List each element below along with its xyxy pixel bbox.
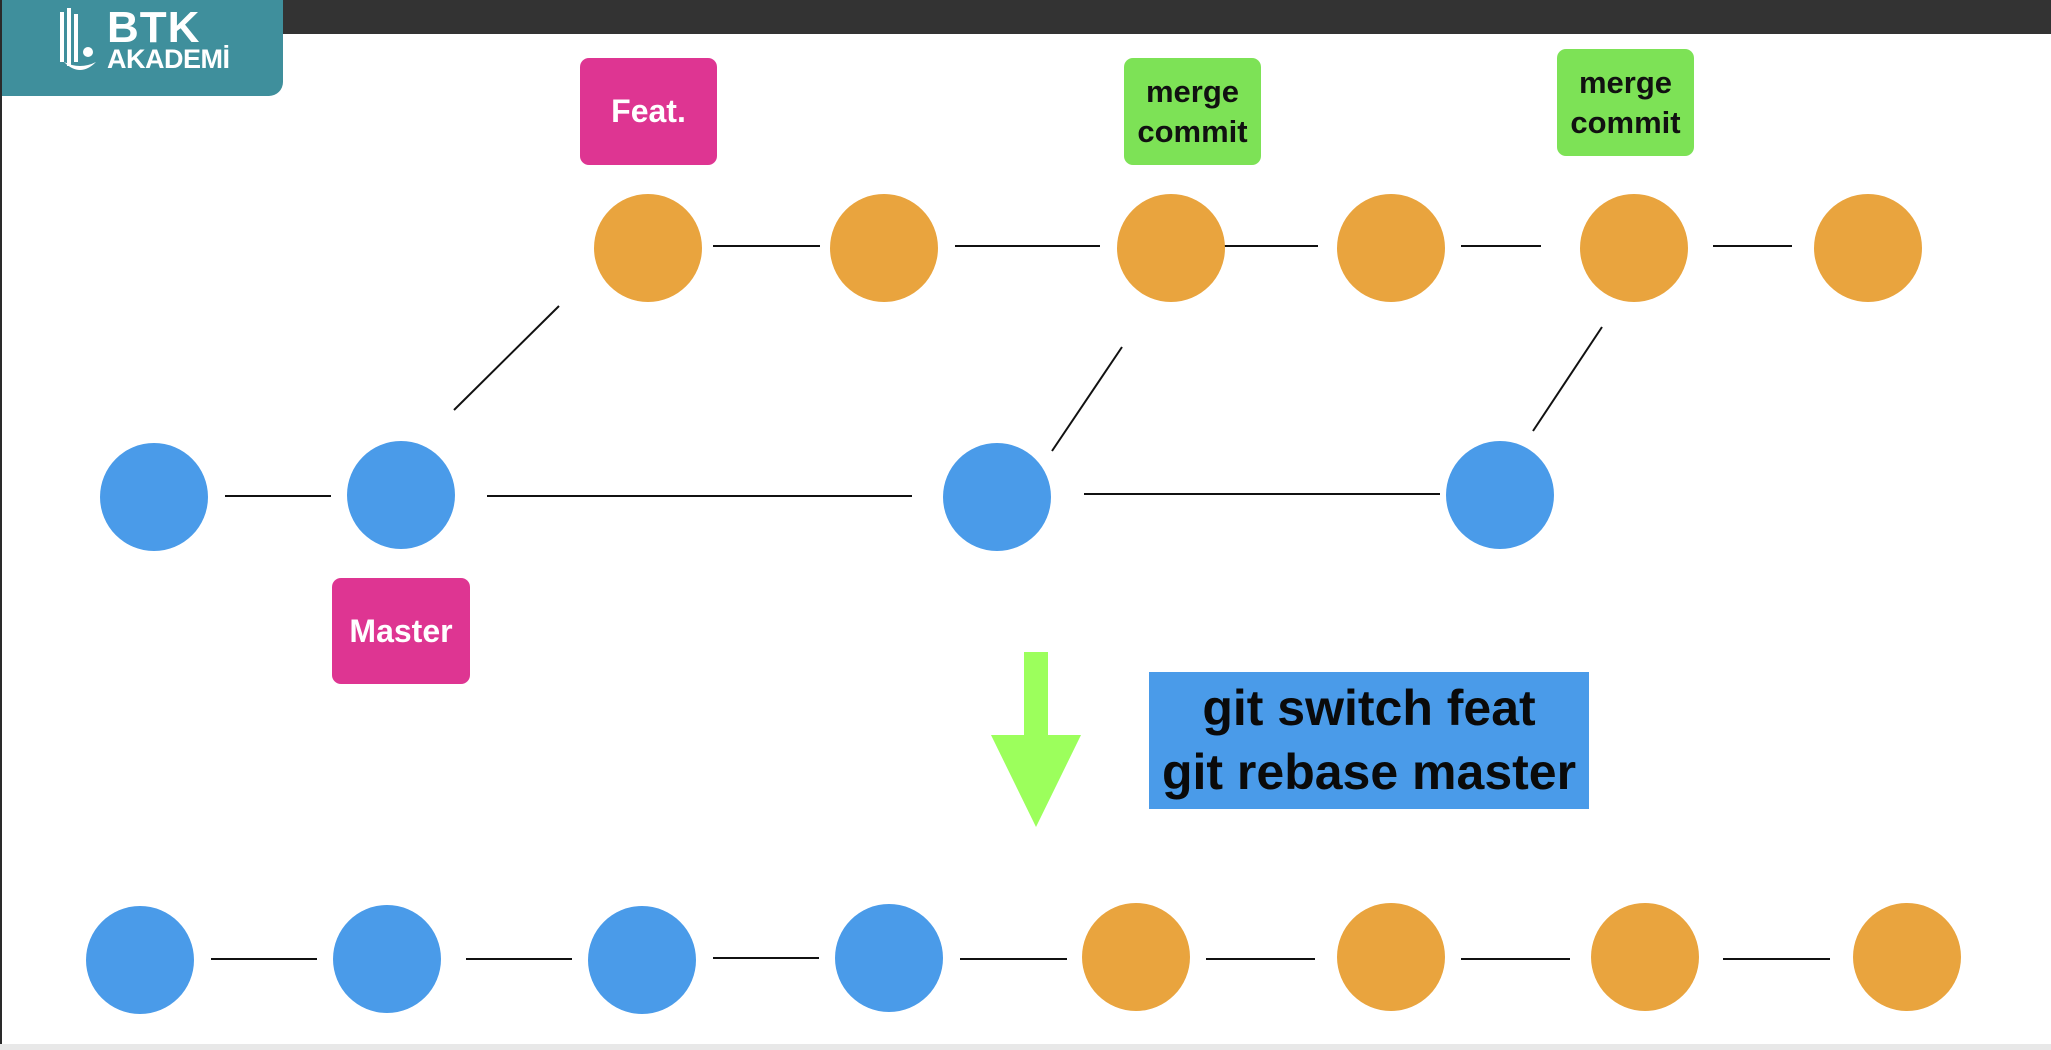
branch-connector: [1051, 346, 1123, 452]
window-left-edge: [0, 0, 2, 1050]
git-command-box: git switch feat git rebase master: [1149, 672, 1589, 809]
down-arrow-icon: [991, 652, 1081, 827]
feature-commit: [1337, 194, 1445, 302]
rebased-history: [86, 903, 1961, 1014]
master-branch-label: Master: [332, 578, 470, 684]
logo-text-akademi: AKADEMİ: [107, 44, 230, 74]
branch-connector: [1532, 326, 1603, 432]
btk-akademi-logo: BTK AKADEMİ: [2, 0, 283, 96]
master-commit: [835, 904, 943, 1012]
master-commit: [86, 906, 194, 1014]
master-commit: [1446, 441, 1554, 549]
merge-commit-label: merge commit: [1557, 49, 1694, 156]
master-commit: [588, 906, 696, 1014]
commit-connectors: [211, 245, 1830, 960]
feature-branch: [594, 194, 1922, 302]
master-branch: [100, 441, 1554, 551]
feature-commit: [1337, 903, 1445, 1011]
master-commit: [347, 441, 455, 549]
feature-commit: [1853, 903, 1961, 1011]
feature-merge-commit: [1117, 194, 1225, 302]
master-commit: [943, 443, 1051, 551]
branch-connector: [453, 305, 560, 411]
feature-commit: [1082, 903, 1190, 1011]
command-line-switch: git switch feat: [1202, 680, 1536, 736]
feat-branch-label: Feat.: [580, 58, 717, 165]
master-commit: [333, 905, 441, 1013]
logo-text-btk: BTK: [107, 3, 201, 52]
logo-emblem-icon: [60, 8, 96, 70]
feature-commit: [830, 194, 938, 302]
feature-commit: [594, 194, 702, 302]
merge-commit-label: merge commit: [1124, 58, 1261, 165]
window-bottom-strip: [0, 1044, 2051, 1050]
master-commit: [100, 443, 208, 551]
feature-commit: [1591, 903, 1699, 1011]
feature-commit: [1814, 194, 1922, 302]
window-top-bar: [0, 0, 2051, 34]
feature-merge-commit: [1580, 194, 1688, 302]
command-line-rebase: git rebase master: [1161, 744, 1577, 800]
